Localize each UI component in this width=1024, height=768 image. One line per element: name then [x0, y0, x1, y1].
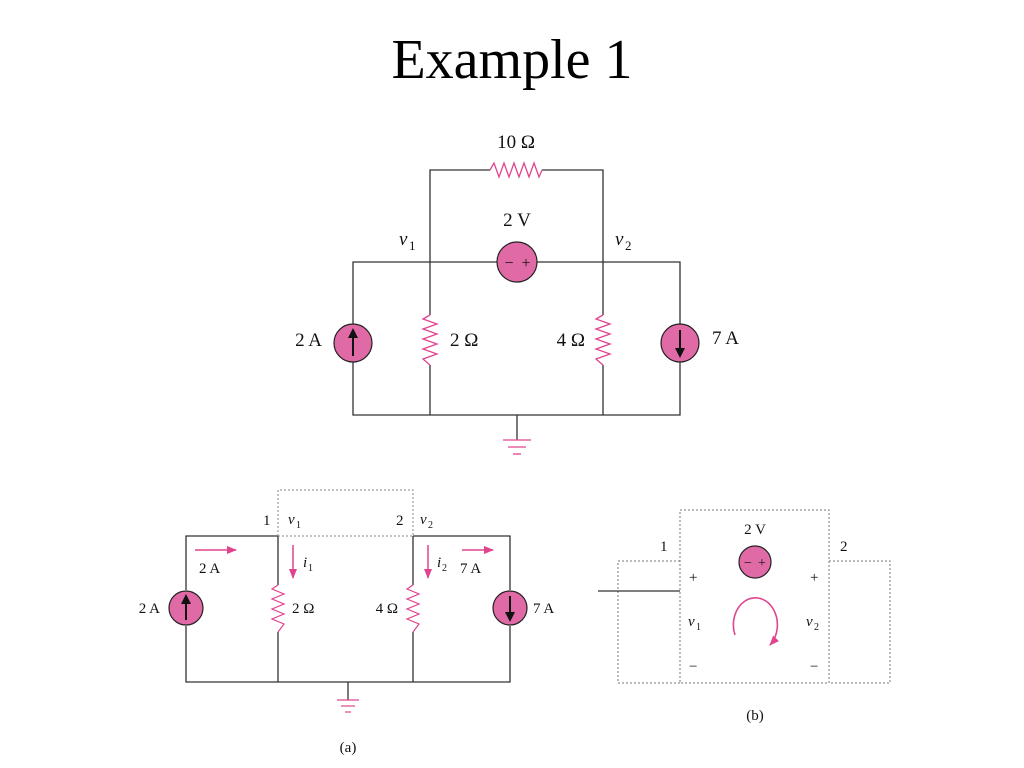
fig-a-resistor-4-ohm-icon [405, 584, 421, 633]
fig-b-vsrc-minus: − [744, 556, 752, 571]
fig-a-resistor-2-ohm-icon [270, 584, 286, 633]
label-node-v1-sub: 1 [409, 238, 416, 253]
fig-a-label-7a-source: 7 A [533, 601, 554, 617]
label-10-ohm: 10 Ω [497, 132, 535, 153]
label-2a-source: 2 A [295, 330, 322, 351]
label-2-ohm: 2 Ω [450, 330, 478, 351]
fig-b-vsrc-plus: + [758, 556, 766, 571]
wire-top-rail [429, 169, 490, 262]
fig-a-i2-sub: 2 [442, 563, 447, 574]
fig-a-v2: v [420, 512, 427, 528]
fig-b-minus-right: − [810, 659, 818, 675]
vsrc-minus-sign: − [504, 255, 513, 272]
label-7a-source: 7 A [712, 328, 739, 349]
fig-b-v1-sub: 1 [696, 622, 701, 633]
label-node-v2-sub: 2 [625, 238, 632, 253]
resistor-4-ohm-icon [594, 314, 612, 366]
fig-a-ground-icon [337, 699, 359, 713]
fig-a-label-arrow-2a: 2 A [199, 561, 220, 577]
fig-b-plus-right: + [810, 570, 818, 586]
label-2v: 2 V [503, 210, 531, 231]
wire-right-loop [603, 261, 681, 326]
vsrc-plus-sign: + [521, 255, 530, 272]
fig-b-v2: v [806, 614, 813, 630]
label-4-ohm: 4 Ω [557, 330, 585, 351]
fig-a-label-2-ohm: 2 Ω [292, 601, 314, 617]
resistor-10-ohm-icon [489, 161, 543, 179]
fig-a-i2: i [437, 555, 441, 571]
fig-a-i1: i [303, 555, 307, 571]
label-node-v2: v [615, 229, 624, 250]
wire-left-loop [352, 261, 430, 326]
fig-b-node-1: 1 [660, 539, 668, 555]
fig-b-plus-left: + [689, 570, 697, 586]
fig-a-label-2a-source: 2 A [139, 601, 160, 617]
fig-b-caption: (b) [746, 708, 764, 724]
top-circuit [352, 169, 681, 440]
fig-a-label-4-ohm: 4 Ω [376, 601, 398, 617]
fig-a-i1-sub: 1 [308, 563, 313, 574]
fig-b-v2-sub: 2 [814, 622, 819, 633]
fig-b-kvl-loop-arrow-icon [732, 597, 780, 646]
fig-a-current-source-7a-icon [492, 590, 528, 626]
fig-a-v1: v [288, 512, 295, 528]
fig-a-caption: (a) [340, 740, 357, 756]
fig-b-label-2v: 2 V [744, 522, 766, 538]
fig-a-node-1: 1 [263, 513, 271, 529]
fig-b-v1: v [688, 614, 695, 630]
current-source-2a-icon [333, 323, 373, 363]
wire-top-rail-right [542, 169, 604, 262]
label-node-v1: v [399, 229, 408, 250]
fig-a-supernode-box [277, 489, 414, 537]
ground-icon [503, 439, 531, 455]
fig-b-voltage-source-2v-icon: − + [738, 545, 772, 579]
resistor-2-ohm-icon [421, 314, 439, 366]
voltage-source-2v-icon: − + [496, 241, 538, 283]
fig-b-minus-left: − [689, 659, 697, 675]
fig-a-node-2: 2 [396, 513, 404, 529]
fig-b-node-2: 2 [840, 539, 848, 555]
wire-left-bottom [352, 360, 681, 416]
fig-a-v1-sub: 1 [296, 520, 301, 531]
fig-a-v2-sub: 2 [428, 520, 433, 531]
slide-title: Example 1 [391, 29, 633, 91]
fig-a-wires [185, 535, 511, 700]
fig-a-label-arrow-7a: 7 A [460, 561, 481, 577]
fig-a-current-source-2a-icon [168, 590, 204, 626]
current-source-7a-icon [660, 323, 700, 363]
fig-b-dashed-boxes [617, 509, 891, 684]
